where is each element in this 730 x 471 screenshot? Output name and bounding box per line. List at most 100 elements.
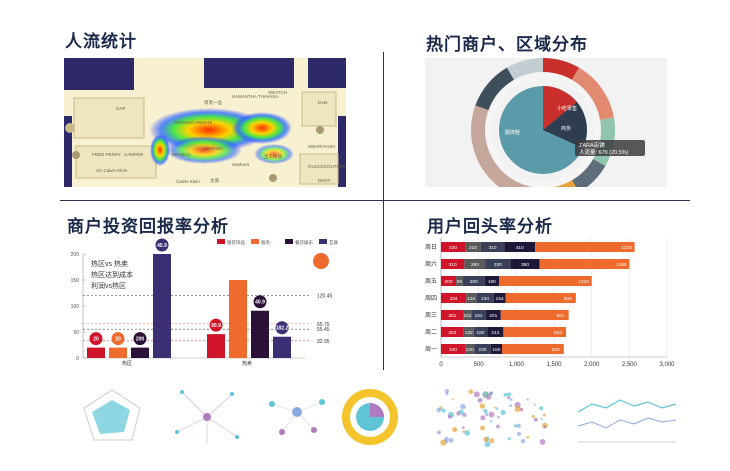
map-store-label: lovet: [318, 100, 328, 105]
roi-chart[interactable]: 服装饰品服务餐饮娱乐互联200150100500120.4565.7555.45…: [55, 232, 355, 372]
roi-bar[interactable]: [207, 334, 225, 358]
segment-value-label: 390: [521, 262, 529, 268]
y-category-label: 周二: [425, 329, 437, 336]
retention-bar-segment[interactable]: [441, 242, 466, 252]
retention-bar-segment[interactable]: [480, 242, 505, 252]
retention-bar-segment[interactable]: [473, 327, 488, 337]
retention-bar-segment[interactable]: [484, 276, 500, 286]
retention-bar-segment[interactable]: [474, 344, 491, 354]
retention-bar-segment[interactable]: [471, 310, 486, 320]
retention-bar-segment[interactable]: [503, 327, 567, 337]
segment-value-label: 212: [491, 330, 499, 336]
donut-outer-segment[interactable]: [543, 58, 579, 80]
merchants-title: 热门商户、区域分布: [426, 35, 588, 55]
thumbnail-radar[interactable]: [70, 382, 160, 452]
segment-value-label: 832: [554, 330, 562, 336]
donut-outer-segment[interactable]: [471, 105, 543, 187]
segment-value-label: 220: [478, 347, 486, 353]
retention-bar-segment[interactable]: [441, 344, 466, 354]
map-store-label: GUCCI/COUTURE: [308, 164, 346, 169]
retention-bar-segment[interactable]: [456, 276, 463, 286]
donut-outer-segment[interactable]: [543, 180, 579, 187]
roi-bar[interactable]: [273, 336, 291, 358]
map-store-label: SWAROVSKI: [308, 144, 335, 149]
retention-bar-segment[interactable]: [476, 293, 494, 303]
x-tick-label: 500: [474, 362, 485, 368]
retention-bar-segment[interactable]: [463, 327, 474, 337]
segment-value-label: 1190: [616, 262, 627, 268]
retention-bar-segment[interactable]: [441, 310, 464, 320]
x-category-label: 热区: [122, 360, 132, 367]
retention-bar-segment[interactable]: [493, 293, 506, 303]
thumbnail-line[interactable]: [572, 382, 677, 452]
retention-bar-segment[interactable]: [485, 259, 511, 269]
retention-bar-segment[interactable]: [463, 310, 472, 320]
donut-chart[interactable]: 小吃零售 商务 服饰鞋 ZARA店铺 人流量: 679 (20.5%): [425, 58, 667, 187]
retention-bar-segment[interactable]: [487, 327, 504, 337]
segment-value-label: 301: [448, 313, 456, 319]
retention-bar-segment[interactable]: [462, 276, 485, 286]
segment-value-label: 1230: [578, 279, 589, 285]
segment-value-label: 320: [449, 245, 457, 251]
retention-bar-segment[interactable]: [464, 259, 486, 269]
map-store-label: Sephora: [232, 162, 250, 167]
roi-bar[interactable]: [153, 254, 171, 358]
x-tick-label: 2,000: [584, 362, 600, 368]
retention-bar-segment[interactable]: [499, 276, 592, 286]
segment-value-label: 101: [463, 313, 471, 319]
roi-bar[interactable]: [109, 347, 127, 358]
segment-value-label: 330: [494, 262, 502, 268]
retention-bar-segment[interactable]: [539, 259, 630, 269]
y-tick-label: 0: [76, 356, 79, 362]
retention-bar-segment[interactable]: [441, 293, 467, 303]
legend-label: 互联: [329, 239, 338, 246]
inner-pie-slice-red: [543, 85, 577, 130]
retention-bar-segment[interactable]: [441, 327, 464, 337]
retention-bar-segment[interactable]: [465, 242, 481, 252]
segment-value-label: 302: [448, 330, 456, 336]
roi-bar[interactable]: [131, 347, 149, 358]
inner-pie-slice-dark: [543, 102, 587, 148]
retention-bar-segment[interactable]: [465, 344, 475, 354]
retention-bar-segment[interactable]: [505, 293, 576, 303]
donut-outer-segment[interactable]: [572, 159, 606, 187]
map-store-label: DKNY: [318, 178, 331, 183]
retention-bar-segment[interactable]: [466, 293, 477, 303]
retention-bar-segment[interactable]: [500, 310, 569, 320]
donut-outer-segment[interactable]: [475, 67, 514, 111]
segment-value-label: 310: [489, 245, 497, 251]
roi-bar[interactable]: [251, 310, 269, 358]
segment-value-label: 150: [492, 347, 500, 353]
y-category-label: 周三: [425, 312, 437, 319]
retention-bar-segment[interactable]: [504, 242, 536, 252]
retention-bar-segment[interactable]: [485, 310, 501, 320]
roi-bar[interactable]: [87, 347, 105, 358]
thumbnail-graph[interactable]: [252, 382, 342, 452]
retention-bar-segment[interactable]: [490, 344, 503, 354]
donut-outer-segment[interactable]: [572, 67, 614, 120]
retention-bar-segment[interactable]: [510, 259, 540, 269]
y-category-label: 周日: [425, 244, 437, 251]
roi-bar[interactable]: [229, 280, 247, 358]
y-category-label: 周五: [425, 278, 437, 285]
donut-panel[interactable]: 小吃零售 商务 服饰鞋 ZARA店铺 人流量: 679 (20.5%): [425, 58, 667, 187]
chart-note: 热区达到成本: [91, 270, 133, 279]
retention-bar-segment[interactable]: [441, 259, 465, 269]
retention-bar-segment[interactable]: [441, 276, 457, 286]
thumbnail-network[interactable]: [162, 382, 252, 452]
donut-outer-segment[interactable]: [507, 58, 543, 80]
segment-value-label: 120: [466, 347, 474, 353]
thumbnail-sunburst[interactable]: [340, 382, 430, 452]
thumbnail-scatter[interactable]: [432, 382, 548, 452]
retention-bar-segment[interactable]: [502, 344, 564, 354]
retention-bar-segment[interactable]: [535, 242, 635, 252]
map-store-label: CK Calvin Klein: [96, 168, 128, 173]
segment-value-label: 934: [564, 296, 572, 302]
segment-value-label: 310: [449, 262, 457, 268]
x-tick-label: 2,500: [622, 362, 638, 368]
